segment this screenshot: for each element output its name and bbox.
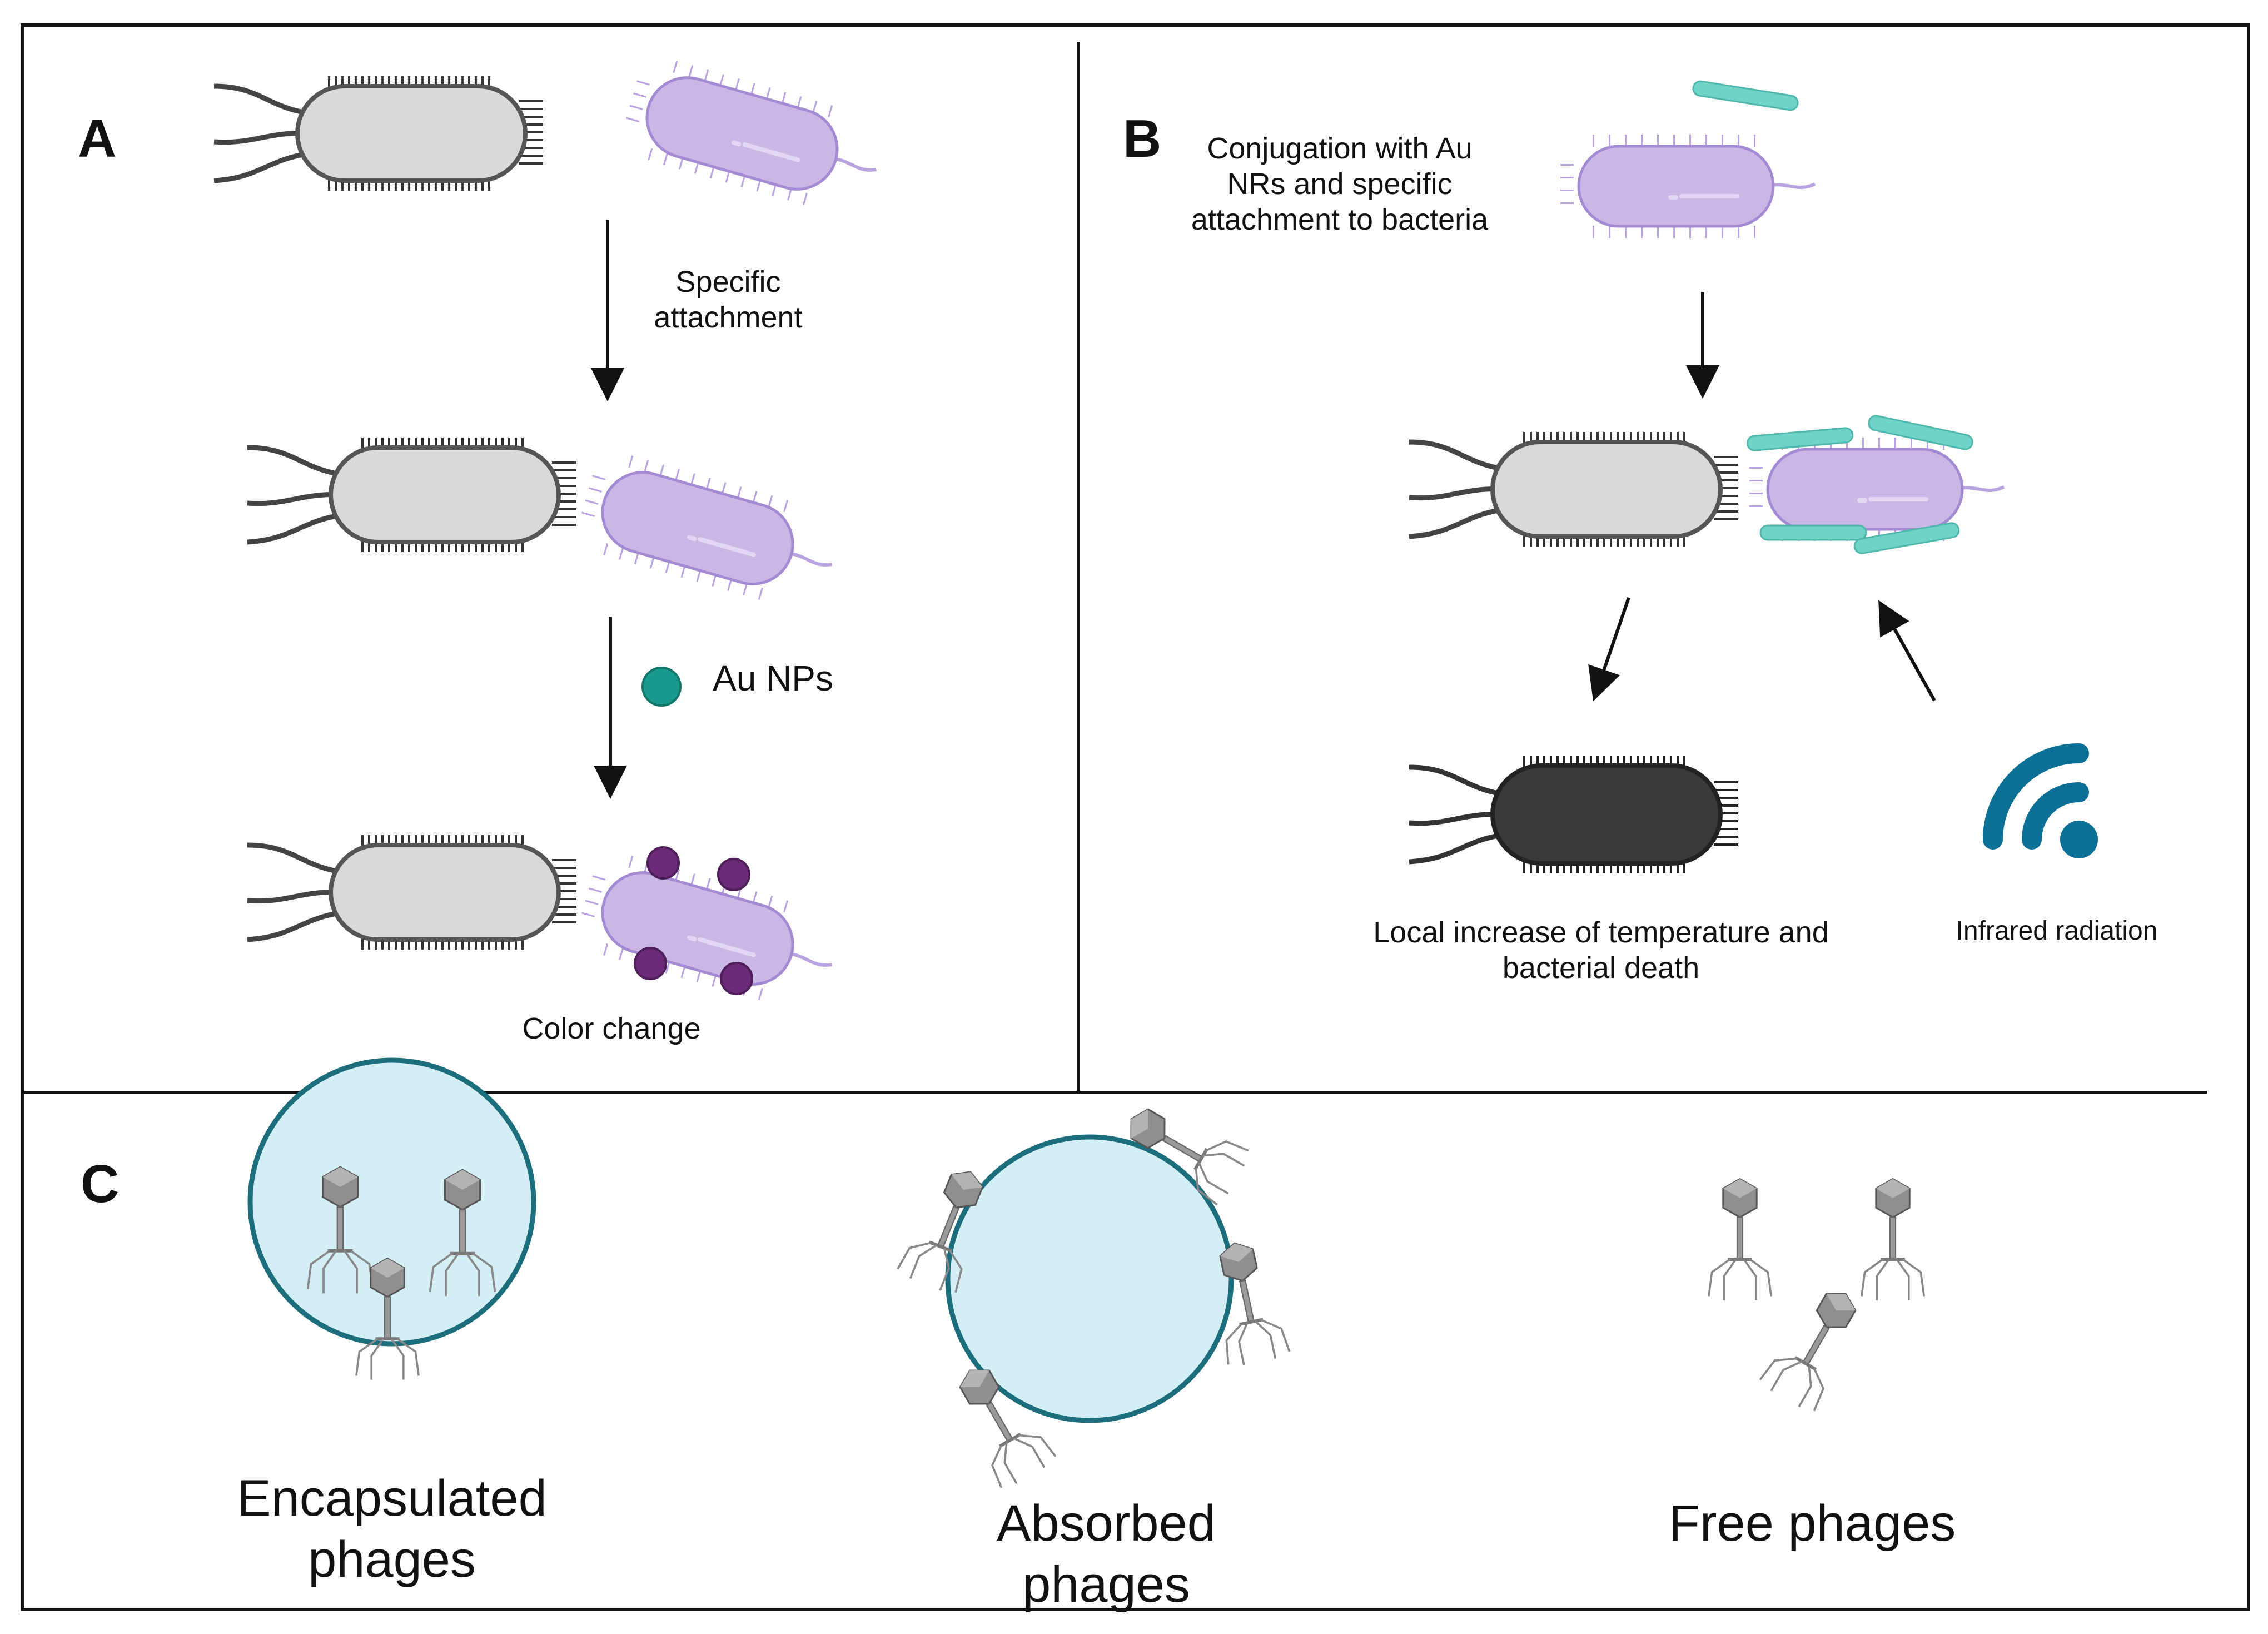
target-bacterium (625, 59, 888, 216)
label-color-change: Color change (522, 1012, 701, 1045)
panel-c (247, 1057, 1924, 1491)
aggregated-nanoparticles (634, 846, 753, 995)
panel-a (214, 59, 888, 1011)
host-bacterium-attached (247, 445, 564, 545)
label-infrared-radiation: Infrared radiation (1956, 916, 2158, 946)
label-free-phages: Free phages (1668, 1495, 1956, 1552)
host-bacterium-b (1409, 439, 1726, 539)
label-absorbed-phages: Absorbed phages (997, 1495, 1216, 1613)
au-nanoparticle-icon (641, 667, 682, 707)
label-encapsulated-phages: Encapsulated phages (237, 1470, 547, 1588)
label-bacterial-death: Local increase of temperature and bacter… (1373, 916, 1829, 985)
panel-b (1409, 79, 2098, 866)
host-bacterium-final (247, 842, 564, 942)
target-bacterium-final (580, 855, 844, 1011)
arrow-infrared (1878, 600, 1936, 702)
host-bacterium (214, 83, 531, 183)
target-bacterium-b-attached (1756, 444, 2004, 535)
label-conjugation: Conjugation with Au NRs and specific att… (1191, 132, 1489, 236)
target-bacterium-b (1567, 141, 1815, 232)
label-specific-attachment: Specific attachment (654, 265, 803, 334)
absorbed-phages (896, 1092, 1290, 1491)
au-nanorod (1691, 79, 1800, 112)
label-au-nps: Au NPs (713, 658, 833, 698)
panel-letter-b: B (1123, 109, 1162, 168)
dead-bacterium (1409, 763, 1726, 866)
encapsulated-phages (247, 1057, 536, 1380)
arrow-heating (1588, 597, 1630, 702)
panel-letter-c: C (81, 1154, 120, 1214)
infrared-signal-icon (1983, 743, 2098, 858)
free-phages (1709, 1179, 1924, 1414)
panel-letter-a: A (78, 109, 117, 168)
target-bacterium-attached (580, 454, 844, 610)
